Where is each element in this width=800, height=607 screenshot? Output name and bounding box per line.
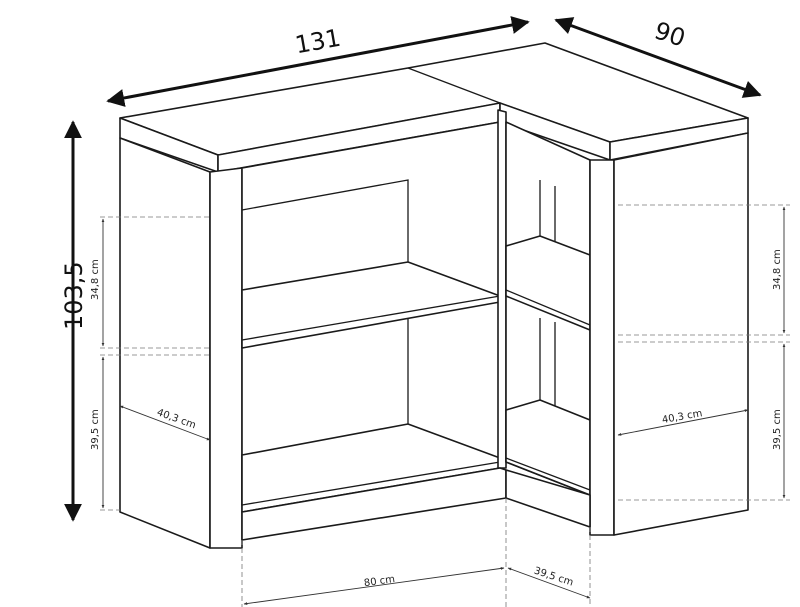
side-bottom-edge <box>505 457 591 491</box>
left-upper-label: 34,8 cm <box>90 259 101 300</box>
right-side-panel <box>613 132 749 536</box>
left-lower-label: 39,5 cm <box>90 409 101 450</box>
width-total-label: 131 <box>293 24 343 60</box>
front-back-panel <box>241 179 409 262</box>
left-front-post <box>209 167 243 549</box>
front-bottom-edge <box>241 461 501 506</box>
width-arrow <box>106 16 530 107</box>
overall-dimensions: 131 90 103,5 <box>60 16 762 522</box>
right-front-post <box>589 159 615 536</box>
depth-arrow <box>554 17 762 98</box>
side-shelf-edge <box>505 289 591 326</box>
right-lower-label: 39,5 cm <box>772 409 783 450</box>
corner-post <box>497 109 507 469</box>
depth-total-label: 90 <box>651 16 689 52</box>
height-total-label: 103,5 <box>60 261 88 330</box>
cabinet <box>119 42 749 549</box>
right-upper-label: 34,8 cm <box>772 249 783 290</box>
left-side-panel <box>119 137 211 549</box>
front-shelf-edge <box>241 295 501 341</box>
extension-lines <box>100 204 790 607</box>
front-width-label: 80 cm <box>363 574 395 589</box>
